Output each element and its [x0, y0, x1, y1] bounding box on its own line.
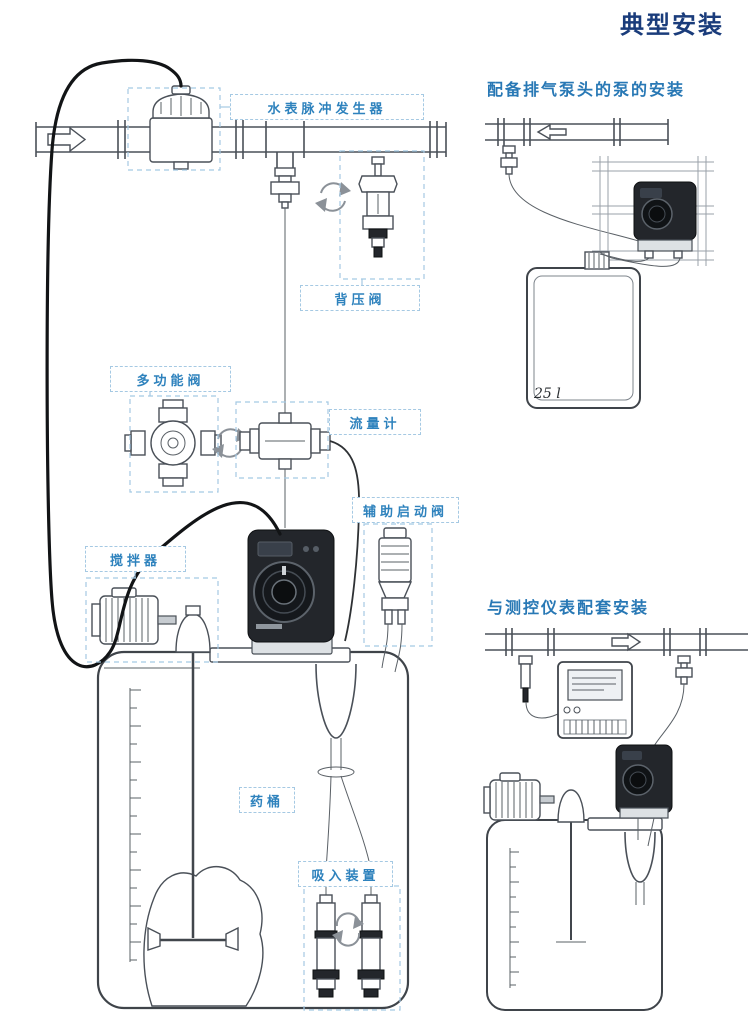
suction-tube: [637, 817, 655, 847]
component-callout-boxes: [85, 87, 433, 1011]
pipe: [485, 628, 748, 656]
dosing-pump: [615, 744, 673, 819]
pipe: [485, 118, 669, 146]
tank-lid-plate: [587, 817, 663, 831]
discharge-tube: [653, 683, 685, 747]
dosing-pump: [633, 181, 697, 259]
label-back-pressure-valve: 背压阀: [300, 285, 420, 311]
suction-funnel: [624, 831, 656, 905]
pump-display: [257, 541, 293, 557]
back-pressure-valve: [358, 156, 398, 258]
foot-valve: [312, 894, 340, 998]
suction-tube: [340, 775, 372, 871]
foot-valve: [357, 894, 385, 998]
flow-direction-arrow: [536, 123, 567, 141]
pump-button: [313, 546, 319, 552]
water-meter-pulse-generator: [149, 85, 213, 170]
injection-valve: [675, 655, 693, 685]
pump-button: [303, 546, 309, 552]
label-flow-meter: 流量计: [329, 409, 421, 435]
label-auxiliary-priming-valve: 辅助启动阀: [352, 497, 459, 523]
flow-meter: [239, 412, 331, 470]
tank-level-scale: [129, 688, 141, 962]
main-water-pipe: [35, 120, 447, 170]
label-mixer: 搅拌器: [85, 546, 186, 572]
mixer-mount: [557, 789, 585, 823]
injection-valve: [500, 145, 518, 175]
label-water-meter-pulse-generator: 水表脉冲发生器: [230, 94, 424, 120]
return-tube: [381, 623, 389, 669]
chemical-tank: [486, 819, 663, 1011]
rotation-arrow: [315, 182, 351, 212]
mixer-shaft: [147, 652, 239, 951]
label-multifunction-valve: 多功能阀: [110, 366, 231, 392]
controller-button: [573, 706, 581, 714]
return-tube: [394, 623, 403, 673]
vent-tube: [599, 251, 681, 267]
auxiliary-priming-valve: [377, 527, 413, 625]
sensor-cable: [525, 701, 559, 719]
sensor-probe: [518, 655, 533, 703]
wall-bracket: [592, 156, 714, 266]
label-chemical-tank: 药桶: [239, 787, 295, 813]
jerrycan-capacity-label: 25 l: [533, 386, 561, 402]
mixer-motor: [483, 772, 555, 821]
pump-display: [640, 188, 662, 198]
controller: [557, 661, 633, 739]
multifunction-valve: [124, 399, 222, 487]
mixer-motor: [91, 587, 177, 645]
mixer-mount: [175, 605, 211, 653]
suction-lances: [312, 870, 385, 998]
liquid-wave-detail: [143, 866, 264, 1007]
controller-display: [567, 669, 623, 701]
main-installation-diagram: [35, 58, 447, 1011]
pump-display: [622, 751, 642, 760]
suction-funnel: [315, 663, 357, 778]
flow-direction-arrow: [611, 632, 642, 652]
discharge-tube: [508, 173, 643, 243]
label-suction-device: 吸入装置: [298, 861, 393, 887]
section-title-degassing-pump: 配备排气泵头的泵的安装: [487, 80, 686, 99]
page-title: 典型安装: [620, 11, 724, 39]
rotation-arrow: [332, 912, 364, 947]
dosing-pump: [247, 529, 335, 655]
controller-button: [563, 706, 571, 714]
mixer-shaft: [556, 822, 586, 943]
instrument-pairing-diagram: [483, 628, 748, 1011]
degassing-pump-diagram: 25 l: [485, 118, 714, 409]
jerry-can: 25 l: [526, 251, 641, 409]
injection-fitting: [270, 167, 300, 209]
section-title-instrument-pairing: 与测控仪表配套安装: [487, 598, 650, 617]
